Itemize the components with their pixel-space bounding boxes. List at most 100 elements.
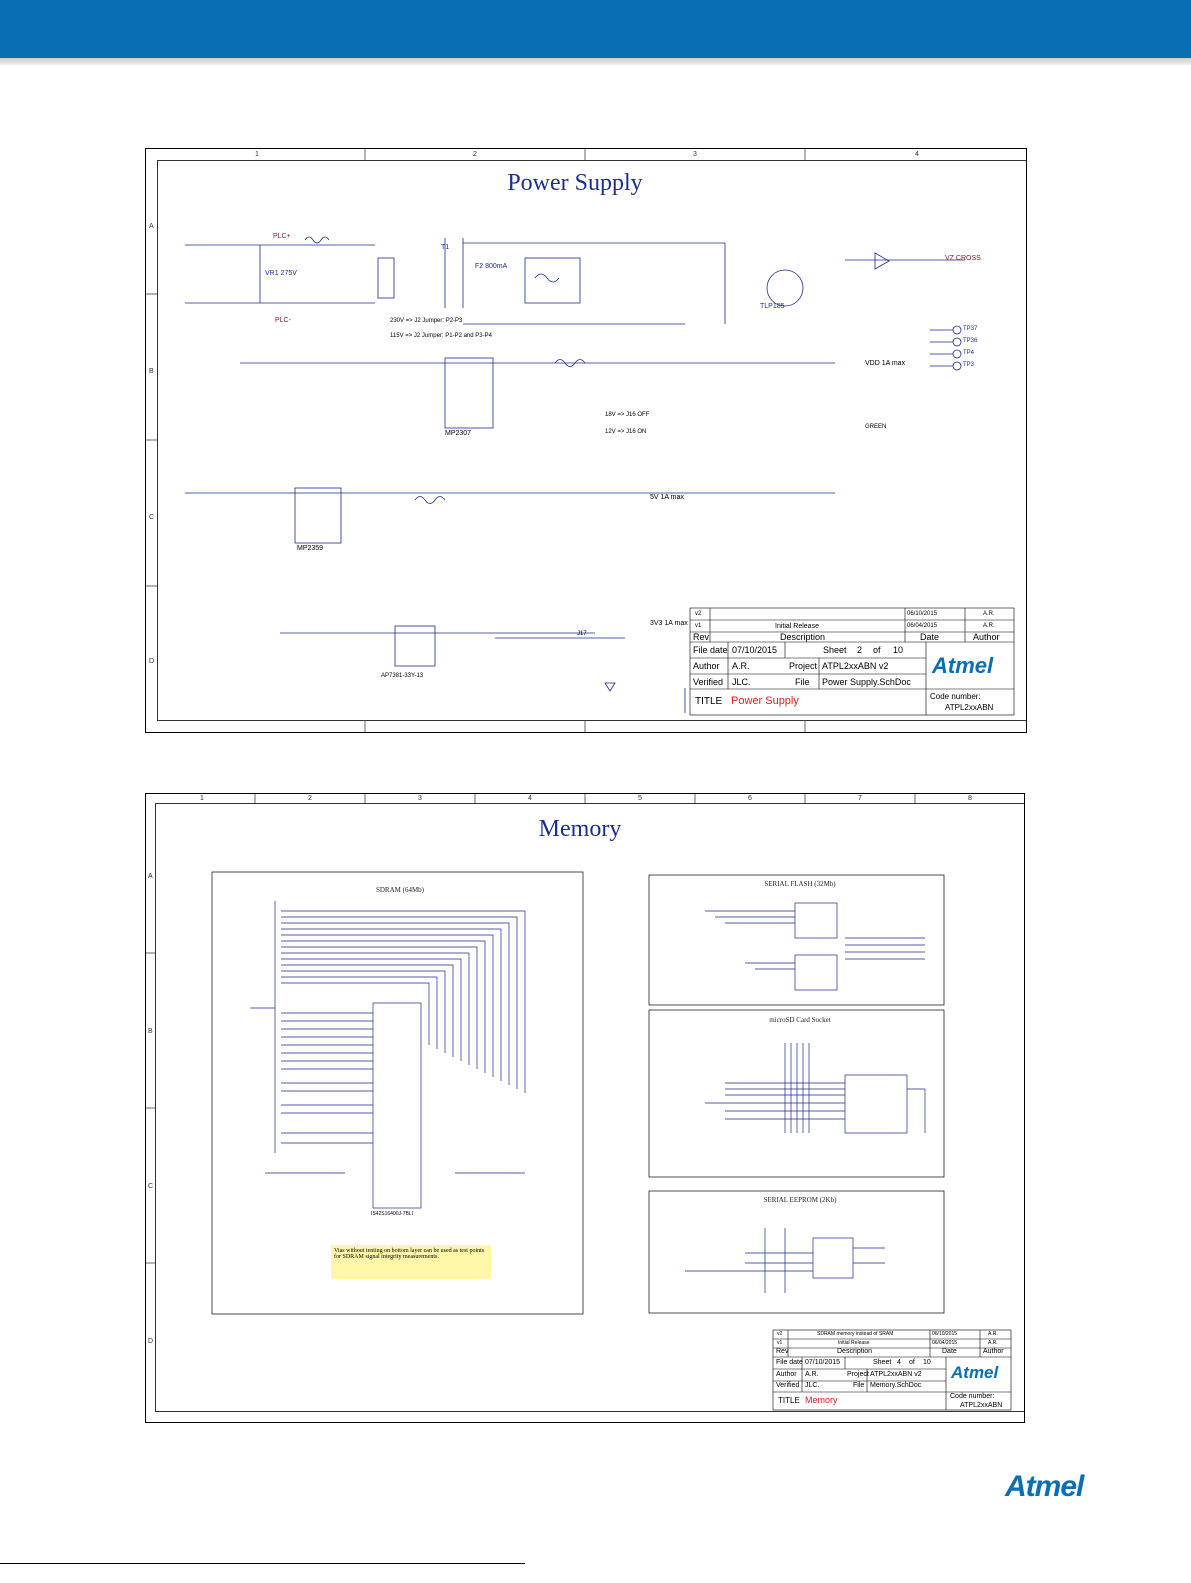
- ruler-col-1: 1: [255, 151, 259, 158]
- file-label: File: [853, 1382, 865, 1389]
- atmel-logo-title-block: Atmel: [932, 653, 994, 678]
- ruler-col-4: 4: [915, 151, 919, 158]
- header-date: Date: [920, 632, 940, 642]
- file-date-value: 07/10/2015: [732, 645, 778, 655]
- led-green-label: GREEN: [865, 424, 887, 430]
- optocoupler-label: TLP185: [760, 303, 785, 310]
- vdd-rail-label: VDD 1A max: [865, 360, 906, 367]
- footnote-divider: [0, 1563, 525, 1564]
- verified-value: JLC.: [805, 1382, 820, 1389]
- header-author: Author: [973, 632, 1000, 642]
- power-supply-schematic-drawing: [145, 148, 1027, 733]
- ruler-row-c: C: [149, 514, 155, 521]
- author-label: Author: [693, 661, 720, 671]
- atmel-logo-title-block: Atmel: [951, 1363, 999, 1382]
- zero-cross-label: VZ CROSS: [945, 255, 981, 262]
- file-label: File: [795, 677, 810, 687]
- ruler-col-2: 2: [473, 151, 477, 158]
- header-description: Description: [780, 632, 826, 642]
- verified-label: Verified: [693, 677, 724, 687]
- sd-block-caption: microSD Card Socket: [769, 1016, 831, 1024]
- title-value: Power Supply: [731, 695, 799, 707]
- ruler-row-d: D: [149, 658, 155, 665]
- schematic-sheet-memory: 1 2 3 4 5 6 7 8 A B C D Memory SDRAM (64…: [145, 793, 1025, 1423]
- rev-v1-author: A.R.: [988, 1340, 998, 1346]
- rev-v1-author: A.R.: [983, 623, 995, 629]
- ruler-row-d: D: [148, 1338, 154, 1345]
- three-volt-rail-label: 3V3 1A max: [650, 620, 688, 627]
- ruler-col-6: 6: [748, 795, 752, 802]
- author-label: Author: [776, 1371, 797, 1378]
- eeprom-block-caption: SERIAL EEPROM (2Kb): [763, 1196, 837, 1204]
- memory-schematic-drawing: [145, 793, 1025, 1423]
- verified-label: Verified: [776, 1382, 800, 1389]
- jumper-note-2: 115V => J2 Jumper: P1-P2 and P3-P4: [390, 333, 492, 339]
- ruler-col-2: 2: [308, 795, 312, 802]
- ruler-col-7: 7: [858, 795, 862, 802]
- code-number-label: Code number:: [930, 692, 981, 701]
- sheet-number: 2: [857, 645, 863, 655]
- rev-v1-description: Initial Release: [838, 1340, 870, 1346]
- test-point-tp36: TP36: [963, 338, 978, 344]
- ruler-col-3: 3: [693, 151, 697, 158]
- ruler-col-1: 1: [200, 795, 204, 802]
- project-label: Project: [847, 1371, 869, 1378]
- author-value: A.R.: [805, 1371, 819, 1378]
- author-value: A.R.: [732, 661, 750, 671]
- header-bar: [0, 0, 1191, 58]
- sheet-number: 4: [897, 1359, 901, 1366]
- code-number-value: ATPL2xxABN: [960, 1402, 1003, 1409]
- project-label: Project: [789, 661, 818, 671]
- j16-note-1: 18V => J16 OFF: [605, 412, 650, 418]
- sdram-test-point-note: Vias without tenting on bottom layer can…: [331, 1245, 491, 1279]
- transformer-label: T1: [441, 244, 450, 251]
- header-description: Description: [837, 1348, 873, 1355]
- ruler-col-8: 8: [968, 795, 972, 802]
- ruler-col-5: 5: [638, 795, 642, 802]
- sheet-label: Sheet: [873, 1359, 892, 1366]
- rev-v1-date: 06/04/2015: [932, 1340, 958, 1346]
- sheet-of: of: [873, 645, 881, 655]
- rev-v1: v1: [695, 623, 702, 629]
- title-value: Memory: [805, 1395, 838, 1405]
- header-rev: Rev: [776, 1348, 789, 1355]
- test-point-tp37: TP37: [963, 326, 978, 332]
- title-label: TITLE: [778, 1396, 800, 1405]
- sheet-total: 10: [893, 645, 904, 655]
- test-point-tp4: TP4: [963, 350, 975, 356]
- regulator-mp2307-label: MP2307: [445, 430, 472, 437]
- test-point-tp3: TP3: [963, 362, 975, 368]
- sheet-title: Power Supply: [507, 170, 643, 196]
- code-number-label: Code number:: [950, 1393, 995, 1400]
- ruler-row-a: A: [148, 873, 153, 880]
- ldo-label: AP7381-33Y-13: [381, 673, 424, 679]
- file-value: Memory.SchDoc: [870, 1382, 922, 1389]
- fuse-label: F2 800mA: [475, 263, 508, 270]
- regulator-mp2359-label: MP2359: [297, 545, 324, 552]
- rev-v1-description: Initial Release: [775, 623, 819, 630]
- rev-v1: v1: [777, 1340, 783, 1346]
- header-rev: Rev: [693, 632, 710, 642]
- sdram-chip-label: IS42S16400J-7BLI: [371, 1211, 413, 1217]
- plc-plus-label: PLC+: [273, 233, 291, 240]
- j16-note-2: 12V => J16 ON: [605, 429, 647, 435]
- rev-v2-date: 06/10/2015: [907, 611, 938, 617]
- five-volt-rail-label: 5V 1A max: [650, 494, 684, 501]
- ruler-row-c: C: [148, 1183, 154, 1190]
- file-value: Power Supply.SchDoc: [822, 677, 911, 687]
- rev-v2-date: 06/10/2015: [932, 1331, 958, 1337]
- rev-v1-date: 06/04/2015: [907, 623, 938, 629]
- ruler-col-4: 4: [528, 795, 532, 802]
- sdram-block-caption: SDRAM (64Mb): [375, 886, 425, 894]
- sheet-of: of: [909, 1359, 915, 1366]
- ruler-row-b: B: [148, 1028, 153, 1035]
- file-date-label: File date: [776, 1359, 803, 1366]
- file-date-value: 07/10/2015: [805, 1359, 841, 1366]
- jumper-j17-label: J17: [577, 631, 587, 637]
- title-label: TITLE: [695, 696, 723, 707]
- file-date-label: File date: [693, 645, 728, 655]
- header-date: Date: [942, 1348, 957, 1355]
- code-number-value: ATPL2xxABN: [945, 703, 994, 712]
- sheet-title: Memory: [538, 816, 622, 842]
- verified-value: JLC.: [732, 677, 751, 687]
